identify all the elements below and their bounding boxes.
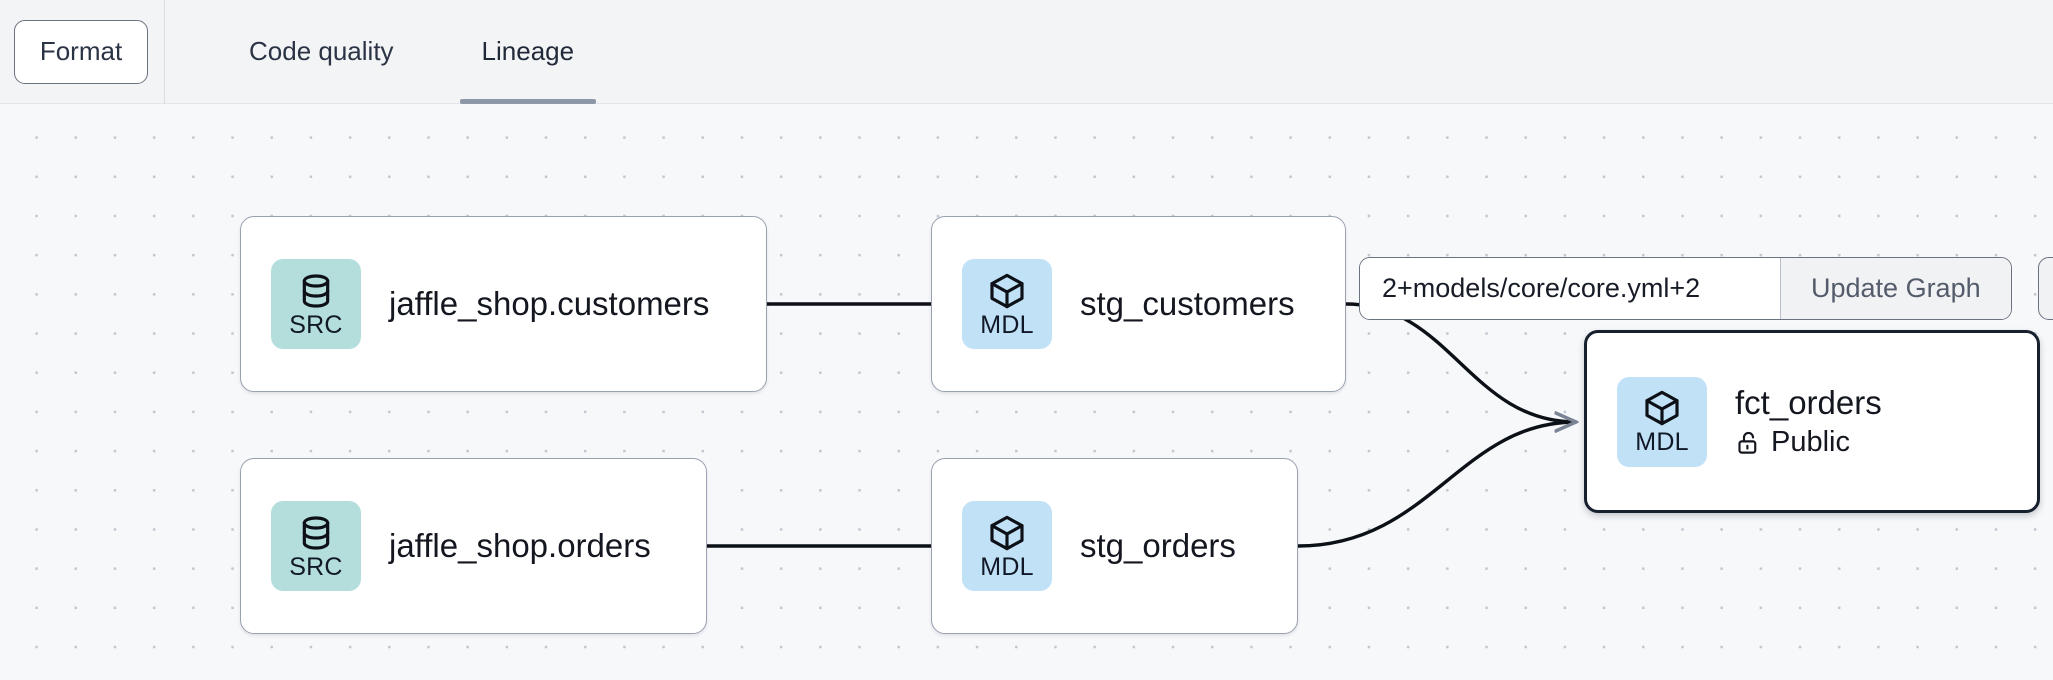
lineage-node-fct-orders[interactable]: MDL fct_orders Public xyxy=(1584,330,2040,513)
node-title: jaffle_shop.customers xyxy=(389,285,710,323)
badge-label: SRC xyxy=(289,310,343,339)
lineage-selector-input[interactable] xyxy=(1360,258,1780,319)
update-graph-button[interactable]: Update Graph xyxy=(1780,258,2011,319)
node-body: fct_orders Public xyxy=(1735,384,1882,459)
toolbar-divider xyxy=(164,0,165,104)
node-body: stg_customers xyxy=(1080,285,1295,323)
graph-side-control[interactable] xyxy=(2038,257,2053,320)
edge-stg-customers-to-fct xyxy=(1345,302,1576,422)
node-title: jaffle_shop.orders xyxy=(389,527,651,565)
source-badge: SRC xyxy=(271,259,361,349)
cube-icon xyxy=(990,515,1024,550)
edge-stg-orders-to-fct xyxy=(1297,422,1576,548)
lineage-node-jaffle-shop-customers[interactable]: SRC jaffle_shop.customers xyxy=(240,216,767,392)
source-badge: SRC xyxy=(271,501,361,591)
format-button[interactable]: Format xyxy=(14,19,148,84)
model-badge: MDL xyxy=(962,259,1052,349)
cube-icon xyxy=(1645,390,1679,426)
lineage-canvas[interactable]: SRC jaffle_shop.customers MDL stg_custom… xyxy=(0,104,2053,680)
node-body: jaffle_shop.customers xyxy=(389,285,709,323)
node-title: stg_orders xyxy=(1080,527,1236,565)
cube-icon xyxy=(990,273,1024,308)
graph-query-bar: Update Graph xyxy=(1359,257,2012,320)
lineage-node-jaffle-shop-orders[interactable]: SRC jaffle_shop.orders xyxy=(240,458,707,634)
node-title: fct_orders xyxy=(1735,384,1882,422)
badge-label: MDL xyxy=(1635,428,1689,456)
badge-label: MDL xyxy=(980,310,1034,339)
tab-bar: Code quality Lineage xyxy=(219,0,604,104)
lineage-node-stg-orders[interactable]: MDL stg_orders xyxy=(931,458,1298,634)
node-access-meta: Public xyxy=(1735,426,1882,459)
node-body: jaffle_shop.orders xyxy=(389,527,651,565)
tab-lineage[interactable]: Lineage xyxy=(452,0,605,104)
database-icon xyxy=(302,515,330,550)
node-access-label: Public xyxy=(1771,425,1850,458)
node-body: stg_orders xyxy=(1080,527,1236,565)
node-title: stg_customers xyxy=(1080,285,1295,323)
lineage-node-stg-customers[interactable]: MDL stg_customers xyxy=(931,216,1346,392)
database-icon xyxy=(302,273,330,308)
badge-label: SRC xyxy=(289,552,343,581)
model-badge: MDL xyxy=(962,501,1052,591)
badge-label: MDL xyxy=(980,552,1034,581)
model-badge: MDL xyxy=(1617,376,1707,467)
editor-toolbar: Format Code quality Lineage xyxy=(0,0,2053,104)
unlock-icon xyxy=(1738,431,1757,454)
tab-code-quality[interactable]: Code quality xyxy=(249,36,394,66)
